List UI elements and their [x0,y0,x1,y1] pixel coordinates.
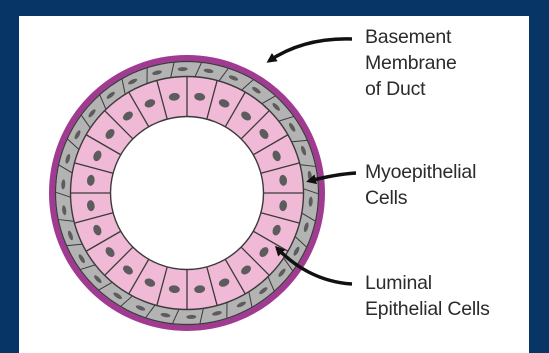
lumen-outline [111,117,264,270]
luminal-label-line-2: Epithelial Cells [365,296,490,322]
basement-membrane-label: Basement Membrane of Duct [365,24,457,102]
myoepithelial-cells-label: Myoepithelial Cells [365,159,476,211]
diagram-panel: Basement Membrane of Duct Myoepithelial … [19,16,529,353]
luminal-epithelial-cells-label: Luminal Epithelial Cells [365,270,490,322]
myoepithelial-label-line-2: Cells [365,185,476,211]
myoepithelial-label-line-1: Myoepithelial [365,159,476,185]
basement-membrane-label-line-1: Basement [365,24,457,50]
basement-membrane-label-line-3: of Duct [365,76,457,102]
luminal-label-line-1: Luminal [365,270,490,296]
basement-membrane-label-line-2: Membrane [365,50,457,76]
basement-membrane-arrow [269,39,352,61]
